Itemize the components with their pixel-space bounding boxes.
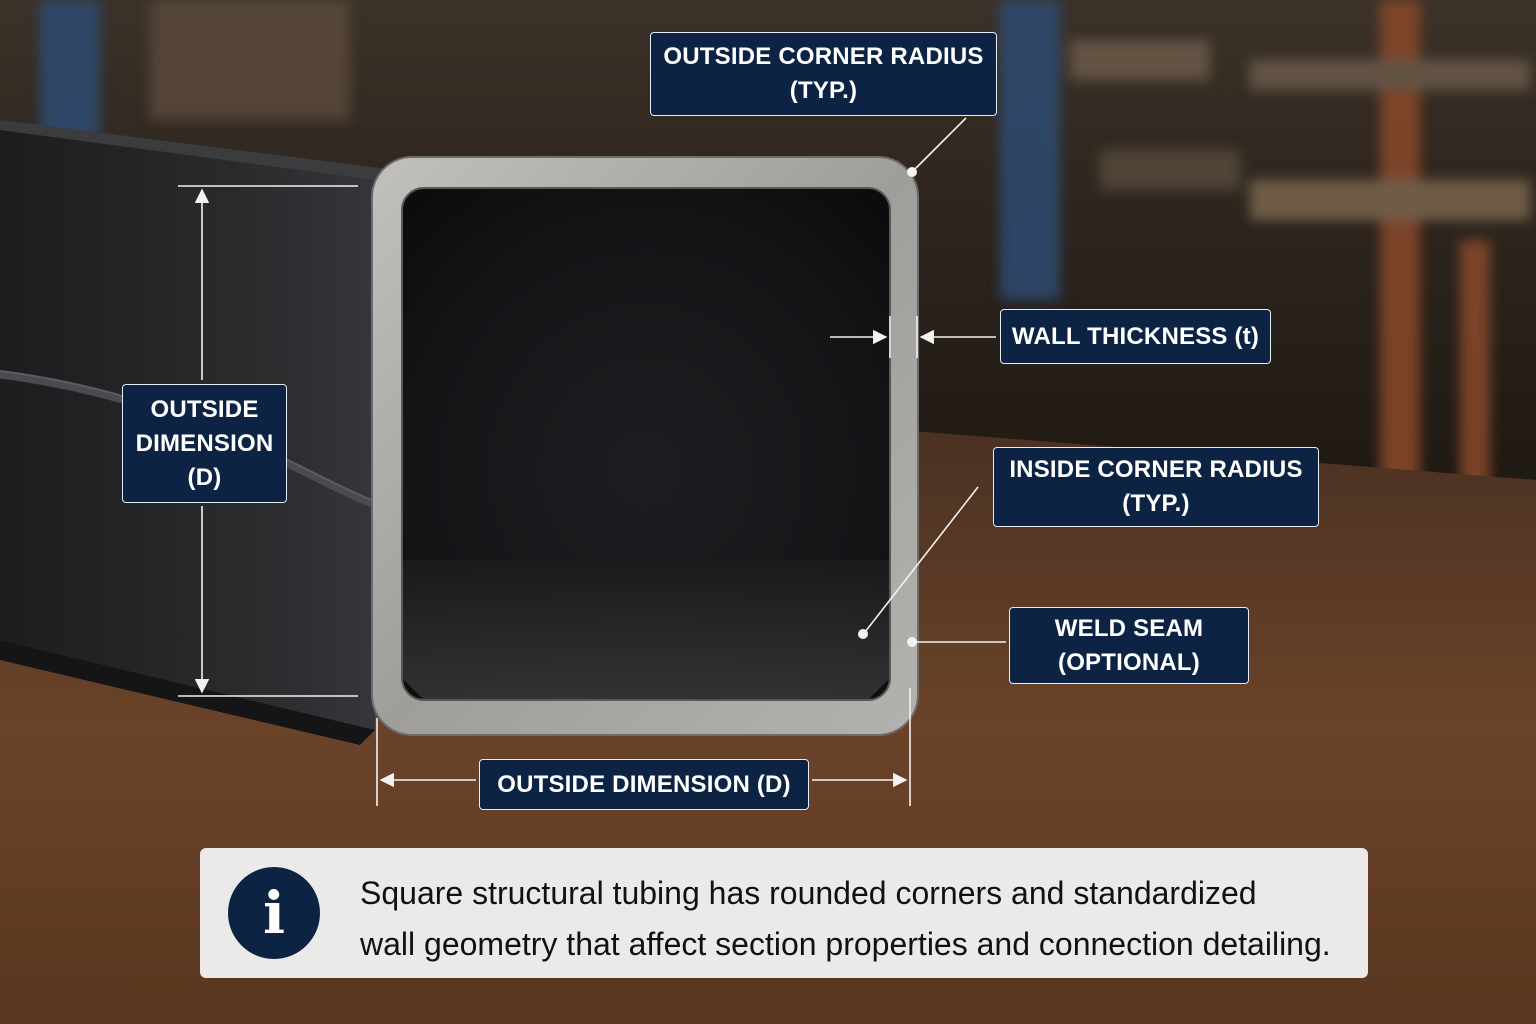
inside-corner-radius-callout: INSIDE CORNER RADIUS (TYP.) [993, 447, 1319, 527]
leader-lines [864, 117, 1006, 643]
callout-text: INSIDE CORNER RADIUS [1009, 456, 1303, 483]
info-text-line: Square structural tubing has rounded cor… [360, 875, 1257, 911]
info-text-line: wall geometry that affect section proper… [360, 926, 1331, 962]
info-text: Square structural tubing has rounded cor… [360, 868, 1360, 970]
outside-corner-dot [907, 167, 917, 177]
tube-cross-section [371, 156, 919, 736]
callout-text: WALL THICKNESS (t) [1011, 322, 1260, 350]
callout-text: WELD SEAM [1054, 614, 1204, 642]
info-panel: i Square structural tubing has rounded c… [200, 848, 1368, 978]
callout-text: OUTSIDE [150, 395, 259, 423]
info-icon: i [228, 867, 320, 959]
inside-corner-dot [858, 629, 868, 639]
callout-text: (OPTIONAL) [1058, 648, 1200, 676]
callout-text: OUTSIDE DIMENSION (D) [497, 770, 791, 798]
callout-text: DIMENSION [135, 429, 274, 457]
vertical-dimension-line [178, 185, 358, 697]
outside-dimension-horizontal-callout: OUTSIDE DIMENSION (D) [479, 759, 809, 810]
callout-text: OUTSIDE CORNER RADIUS [663, 43, 984, 70]
callout-text: (TYP.) [1122, 490, 1190, 517]
horizontal-dimension-line [376, 688, 911, 806]
callout-text: (TYP.) [789, 77, 858, 104]
weld-seam-dot [907, 637, 917, 647]
outside-dimension-vertical-callout: OUTSIDE DIMENSION (D) [122, 384, 287, 503]
wall-thickness-indicator [830, 316, 996, 358]
callout-text: (D) [187, 463, 222, 491]
outside-corner-radius-callout: OUTSIDE CORNER RADIUS (TYP.) [650, 32, 997, 116]
weld-seam-callout: WELD SEAM (OPTIONAL) [1009, 607, 1249, 684]
wall-thickness-callout: WALL THICKNESS (t) [1000, 309, 1271, 364]
